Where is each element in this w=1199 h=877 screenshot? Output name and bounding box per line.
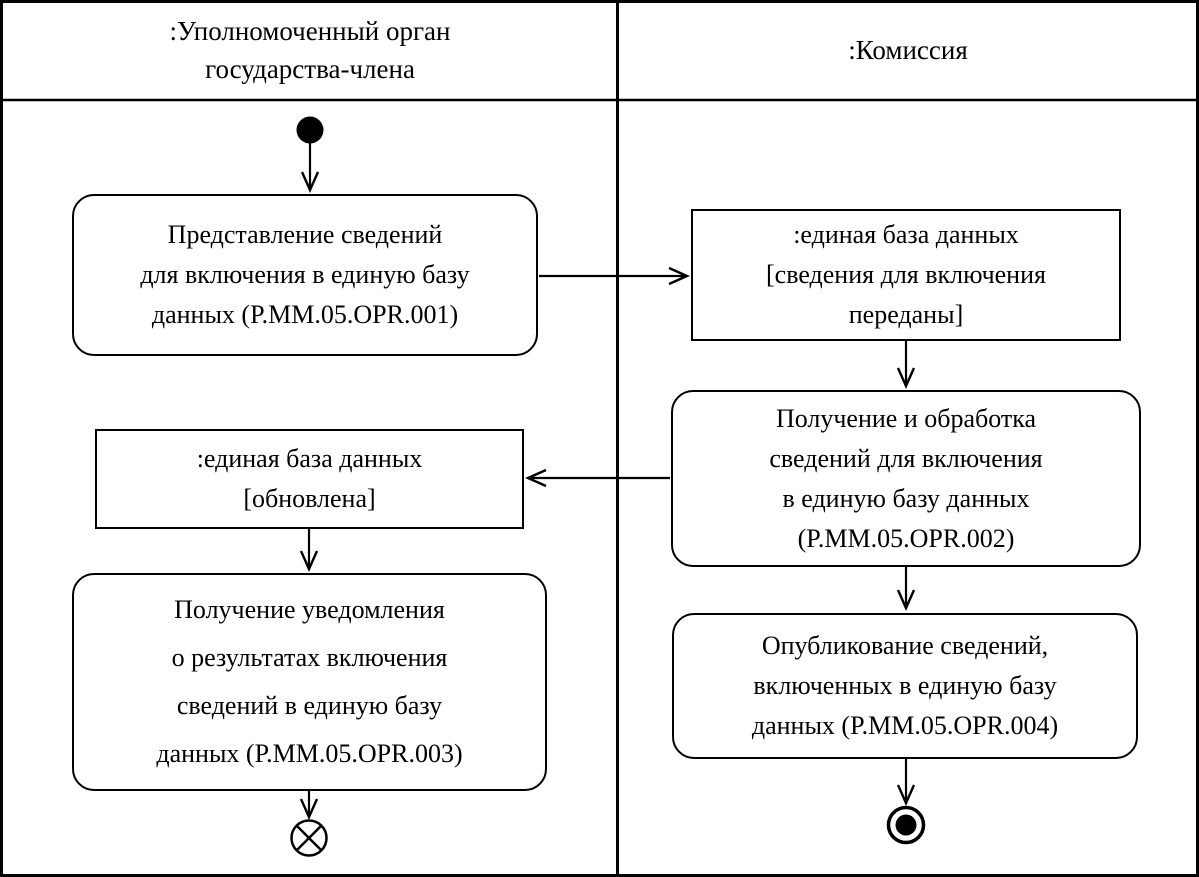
object-db-transferred: :единая база данных [сведения для включе… [691,209,1121,341]
lane-header-authorized-body: :Уполномоченный орган государства-члена [3,12,617,88]
activity-opr001: Представление сведений для включения в е… [72,194,538,356]
object-db-updated: :единая база данных [обновлена] [95,429,524,529]
object-label-line: :единая база данных [793,220,1019,249]
activity-label-line: Получение и обработка [775,403,1037,433]
activity-label-line: данных (P.MM.05.OPR.004) [751,711,1059,740]
lane-header-line: :Уполномоченный орган [169,16,451,46]
activity-label-line: Опубликование сведений, [761,631,1049,660]
object-label-line: [сведения для включения [766,260,1046,289]
activity-label-line: в единую базу данных [782,483,1030,513]
lane-header-commission: :Комиссия [620,31,1196,69]
activity-opr004: Опубликование сведений, включенных в еди… [672,613,1138,759]
activity-label-line: Представление сведений [167,220,443,249]
activity-label-line: сведений для включения [769,443,1043,473]
lane-header-line: государства-члена [205,54,415,84]
activity-label-line: (P.MM.05.OPR.002) [797,523,1015,553]
object-label-line: переданы] [848,300,964,329]
activity-label-line: сведений в единую базу [176,691,443,720]
activity-label-line: данных (P.MM.05.OPR.001) [151,300,459,329]
object-label-line: [обновлена] [243,484,376,513]
activity-opr003: Получение уведомления о результатах вклю… [72,573,547,791]
activity-label-line: Получение уведомления [174,595,445,624]
object-label-line: :единая база данных [196,444,423,473]
lane-header-line: :Комиссия [848,35,968,65]
activity-label-line: о результатах включения [171,643,448,672]
activity-label-line: включенных в единую базу [753,671,1057,700]
activity-final-node-icon [886,805,926,845]
activity-opr002: Получение и обработка сведений для включ… [671,390,1141,567]
initial-node-icon [296,116,324,144]
activity-label-line: для включения в единую базу [140,260,470,289]
activity-label-line: данных (P.MM.05.OPR.003) [156,739,463,768]
flow-final-node-icon [290,819,328,857]
